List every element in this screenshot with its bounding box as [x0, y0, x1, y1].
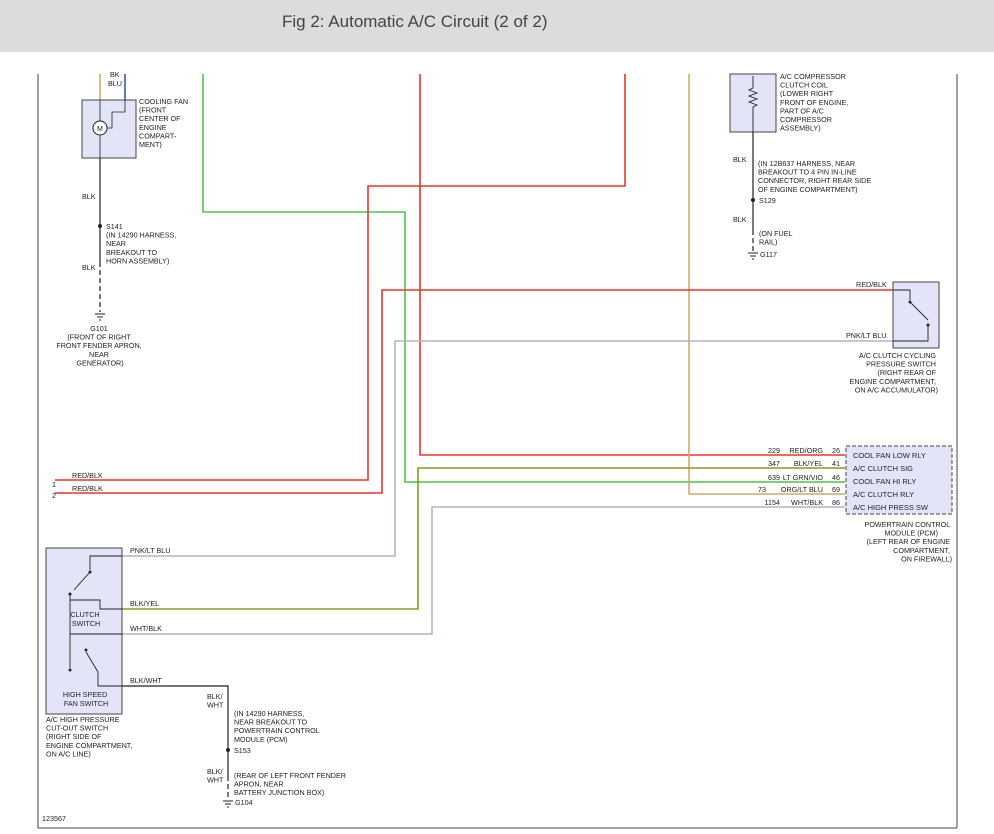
title-bar: Fig 2: Automatic A/C Circuit (2 of 2) — [0, 0, 994, 52]
pcm-circuit-347: 347 — [768, 459, 780, 468]
fan-switch-icon — [68, 634, 122, 687]
fan-wire-label: BLK — [82, 192, 96, 201]
pcm-circuit-73: 73 — [758, 485, 766, 494]
coil-icon — [747, 76, 759, 132]
wire-gray — [122, 506, 845, 635]
ground-g104-label: G104 — [235, 798, 253, 807]
pcm-wire-ltgrnvio: LT GRN/VIO — [783, 473, 823, 482]
cycling-switch-box — [892, 281, 940, 349]
svg-text:M: M — [97, 126, 103, 133]
pcm-pin-69: 69 — [832, 485, 840, 494]
pcm-circuit-229: 229 — [768, 446, 780, 455]
fuel-rail-label: (ON FUEL RAIL) — [759, 229, 794, 247]
coil-harness-label: (IN 12B637 HARNESS, NEAR BREAKOUT TO 4 P… — [758, 159, 873, 194]
pcm-wire-orgltblu: ORG/LT BLU — [781, 485, 823, 494]
bottom-harness-label: (IN 14290 HARNESS, NEAR BREAKOUT TO POWE… — [234, 709, 321, 744]
coil-wire-label: BLK — [733, 155, 747, 164]
pcm-pin-1-label: COOL FAN LOW RLY — [853, 451, 926, 460]
splice-s141 — [98, 224, 102, 228]
splice-s141-label: S141 (IN 14290 HARNESS, NEAR BREAKOUT TO… — [106, 222, 178, 265]
wire-olive — [122, 467, 845, 610]
wire-green — [202, 74, 845, 483]
ground-g104-icon — [223, 800, 233, 808]
pcm-pins: COOL FAN LOW RLY A/C CLUTCH SIG COOL FAN… — [853, 451, 929, 512]
clutch-coil-label: A/C COMPRESSOR CLUTCH COIL (LOWER RIGHT … — [780, 72, 850, 133]
cycling-switch-icon — [893, 289, 930, 342]
bottom-wire-1: BLK/ WHT — [207, 692, 225, 710]
hp-wire-4: BLK/WHT — [130, 676, 163, 685]
fan-switch-label: HIGH SPEED FAN SWITCH — [63, 690, 109, 708]
pcm-pin-46: 46 — [832, 473, 840, 482]
cycling-wire-1-label: RED/BLK — [856, 280, 887, 289]
input-2-wire: RED/BLK — [72, 484, 103, 493]
coil-wire-label-2: BLK — [733, 215, 747, 224]
fan-top-label-1: BK — [110, 70, 120, 79]
ground-g117-icon — [748, 252, 758, 260]
cycling-wire-2-label: PNK/LT BLU — [846, 331, 886, 340]
bottom-wire-2: BLK/ WHT — [207, 767, 225, 785]
fan-label: COOLING FAN (FRONT CENTER OF ENGINE COMP… — [139, 97, 190, 149]
pcm-label: POWERTRAIN CONTROL MODULE (PCM) (LEFT RE… — [865, 520, 952, 563]
wire-red-top-a — [419, 74, 845, 456]
pcm-pin-3-label: COOL FAN HI RLY — [853, 477, 916, 486]
pcm-wire-whtblk: WHT/BLK — [791, 498, 823, 507]
hp-switch-label: A/C HIGH PRESSURE CUT-OUT SWITCH (RIGHT … — [46, 715, 134, 758]
wire-pnk — [122, 340, 893, 557]
wire-tan — [688, 74, 845, 495]
pcm-wire-labels: 229 RED/ORG 26 347 BLK/YEL 41 639 LT GRN… — [758, 446, 840, 507]
pcm-pin-41: 41 — [832, 459, 840, 468]
pcm-circuit-1154: 1154 — [765, 498, 780, 507]
pcm-circuit-639: 639 — [768, 473, 780, 482]
hp-wire-3: WHT/BLK — [130, 624, 162, 633]
bottom-rear-label: (REAR OF LEFT FRONT FENDER APRON, NEAR B… — [234, 771, 348, 797]
splice-s129 — [751, 198, 755, 202]
input-2-num: 2 — [52, 491, 56, 500]
pcm-pin-5-label: A/C HIGH PRESS SW — [853, 503, 929, 512]
splice-s153 — [226, 748, 230, 752]
pcm-box — [845, 445, 953, 515]
wire-red-cycling — [55, 289, 893, 494]
splice-s153-label: S153 — [234, 746, 251, 755]
ground-g101-label: G101 (FRONT OF RIGHT FRONT FENDER APRON,… — [56, 324, 143, 367]
figure-number: 123567 — [42, 814, 66, 823]
splice-s129-label: S129 — [759, 196, 776, 205]
cycling-switch-label: A/C CLUTCH CYCLING PRESSURE SWITCH (RIGH… — [850, 351, 938, 394]
pcm-pin-86: 86 — [832, 498, 840, 507]
pcm-wire-redorg: RED/ORG — [789, 446, 823, 455]
input-1-num: 1 — [52, 480, 56, 489]
ground-g117-label: G117 — [760, 250, 777, 259]
cooling-fan-box — [81, 99, 137, 159]
pcm-pin-4-label: A/C CLUTCH RLY — [853, 490, 914, 499]
pcm-pin-26: 26 — [832, 446, 840, 455]
pcm-wire-blkyel: BLK/YEL — [794, 459, 823, 468]
page-title: Fig 2: Automatic A/C Circuit (2 of 2) — [282, 12, 548, 31]
wire-hp-ground — [122, 685, 229, 776]
wire-red-top-b — [55, 74, 626, 481]
fan-top-label-2: BLU — [108, 79, 122, 88]
fan-wire-label-2: BLK — [82, 263, 96, 272]
pcm-pin-2-label: A/C CLUTCH SIG — [853, 464, 913, 473]
ground-g101-icon — [95, 313, 105, 321]
input-1-wire: RED/BLK — [72, 471, 103, 480]
hp-wire-1: PNK/LT BLU — [130, 546, 170, 555]
clutch-switch-label: CLUTCH SWITCH — [70, 610, 101, 628]
hp-wire-2: BLK/YEL — [130, 599, 159, 608]
